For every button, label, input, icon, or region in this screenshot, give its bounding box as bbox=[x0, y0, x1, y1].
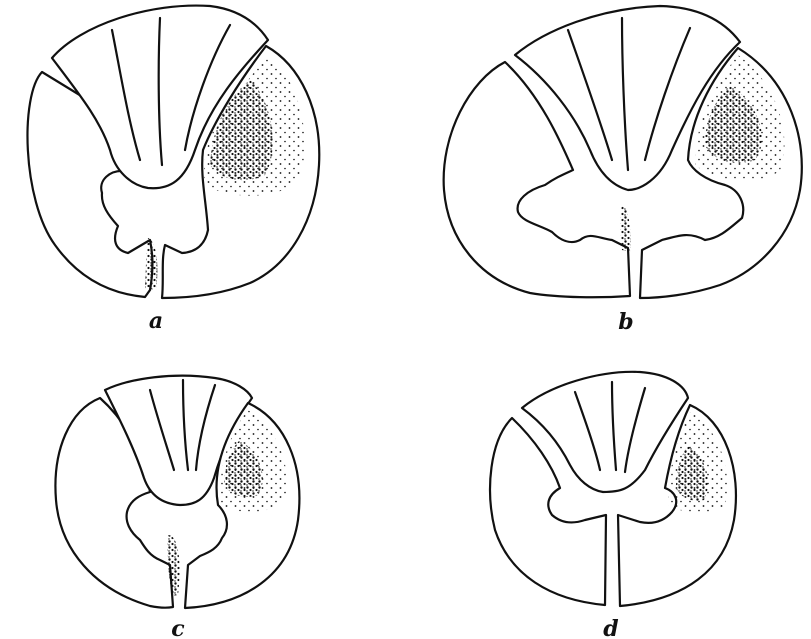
panel-label-a: a bbox=[149, 308, 163, 334]
section-a: a bbox=[27, 6, 319, 334]
section-b: b bbox=[444, 6, 802, 335]
section-d: d bbox=[490, 372, 736, 639]
panel-label-d: d bbox=[603, 616, 618, 639]
panel-label-c: c bbox=[171, 616, 185, 639]
section-c: c bbox=[55, 376, 299, 639]
panel-label-b: b bbox=[618, 309, 633, 335]
